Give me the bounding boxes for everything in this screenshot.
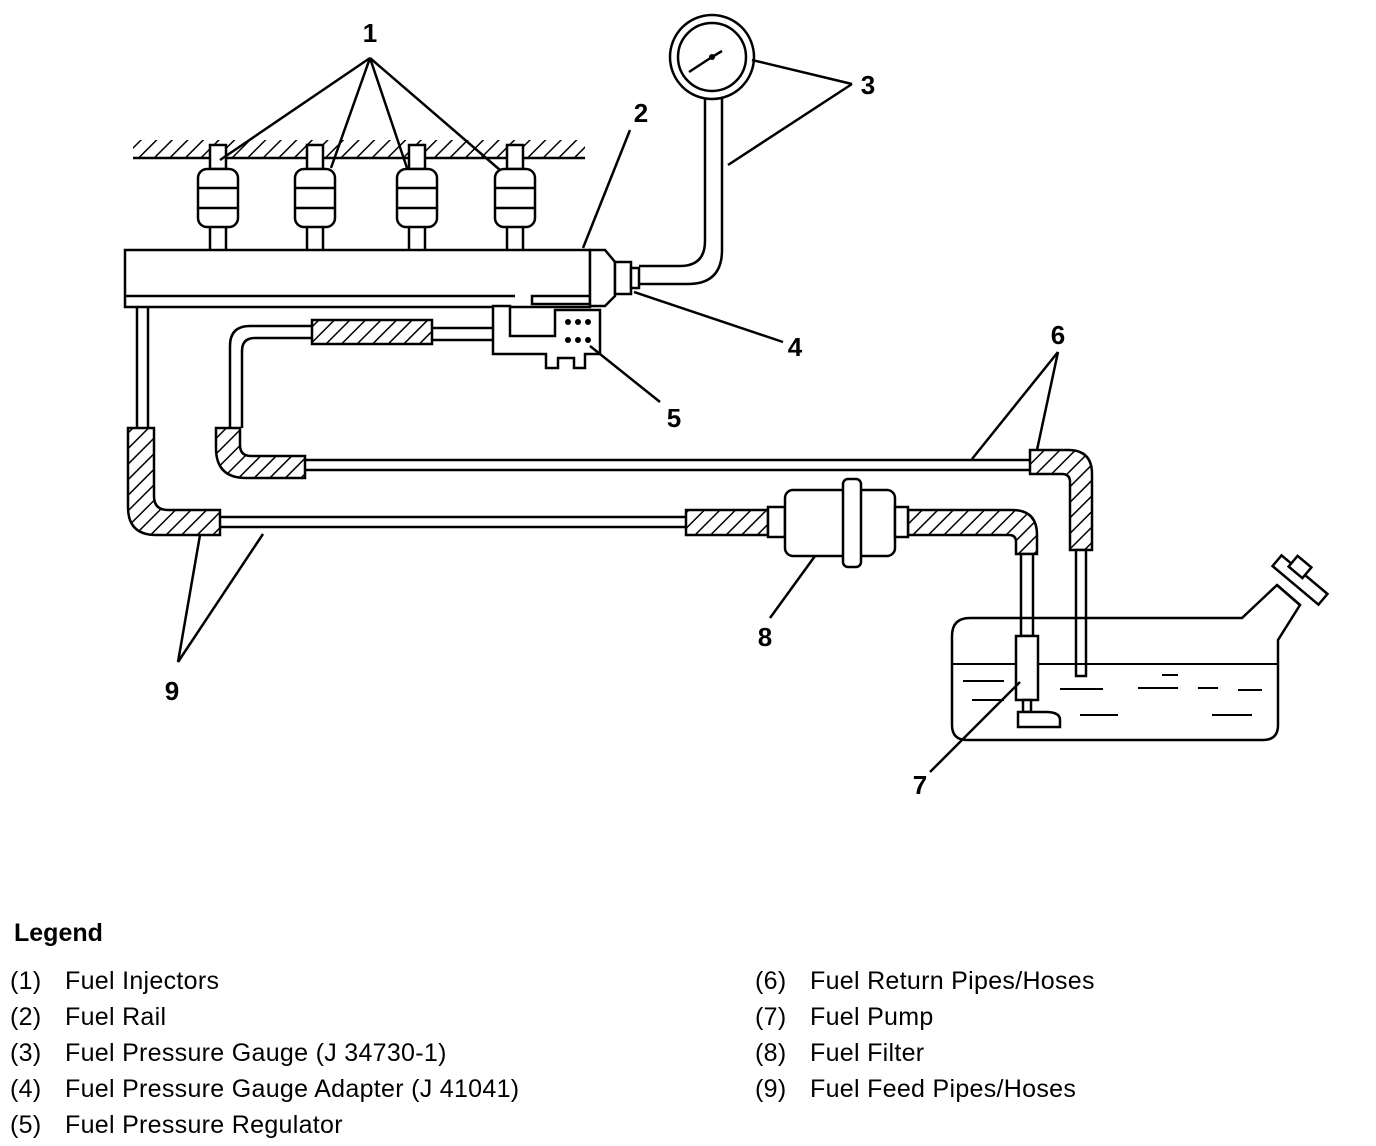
callout-4: 4: [788, 332, 803, 362]
legend-item-label: Fuel Return Pipes/Hoses: [810, 967, 1095, 995]
leader-lines: [176, 56, 1060, 773]
fuel-injectors: [196, 143, 537, 250]
fuel-level: [952, 663, 1278, 716]
legend-item: (6) Fuel Return Pipes/Hoses: [755, 963, 1095, 999]
callout-5: 5: [667, 403, 681, 433]
legend-item: (9) Fuel Feed Pipes/Hoses: [755, 1071, 1095, 1107]
callout-7: 7: [913, 770, 927, 800]
callout-9: 9: [165, 676, 179, 706]
legend-title: Legend: [14, 919, 103, 947]
fuel-filter: [766, 477, 910, 569]
fuel-return-line: [214, 318, 1094, 678]
fuel-pump: [1014, 634, 1062, 729]
legend-item-number: (8): [755, 1039, 787, 1067]
legend-item-number: (7): [755, 1003, 787, 1031]
legend-item-label: Fuel Pressure Gauge (J 34730-1): [65, 1039, 447, 1067]
legend-item-number: (4): [10, 1075, 42, 1103]
legend-item: (1) Fuel Injectors: [10, 963, 519, 999]
callout-6: 6: [1051, 320, 1065, 350]
callout-2: 2: [634, 98, 648, 128]
fuel-feed-line: [126, 307, 1039, 638]
callout-8: 8: [758, 622, 772, 652]
fuel-filler-cap: [1270, 553, 1330, 607]
legend-item: (3) Fuel Pressure Gauge (J 34730-1): [10, 1035, 519, 1071]
fuel-system-diagram: 1 2 3 4 5 6 7 8 9: [123, 13, 1330, 800]
legend-item-number: (1): [10, 967, 42, 995]
legend-item-label: Fuel Pressure Regulator: [65, 1111, 343, 1139]
fuel-pressure-gauge: [639, 13, 756, 286]
callout-labels: 1 2 3 4 5 6 7 8 9: [165, 18, 1065, 800]
legend-item: (2) Fuel Rail: [10, 999, 519, 1035]
fuel-pressure-gauge-adapter: [613, 260, 641, 296]
legend-column-right: (6)Fuel Return Pipes/Hoses (7)Fuel Pump …: [755, 963, 1095, 1107]
fuel-injector: [395, 143, 439, 250]
legend-item: (8) Fuel Filter: [755, 1035, 1095, 1071]
fuel-injector: [493, 143, 537, 250]
legend-item-number: (5): [10, 1111, 42, 1139]
fuel-pressure-regulator: [491, 304, 602, 370]
legend-column-left: (1) Fuel Injectors (2) Fuel Rail (3) Fuel P…: [10, 963, 519, 1143]
legend: Legend (1) Fuel Injectors (2) Fuel Rail (3…: [0, 905, 1376, 1146]
legend-item-number: (3): [10, 1039, 42, 1067]
legend-item-label: Fuel Pressure Gauge Adapter (J 41041): [65, 1075, 520, 1103]
legend-item-label: Fuel Rail: [65, 1003, 167, 1031]
fuel-injector: [196, 143, 240, 250]
legend-item-label: Fuel Pump: [810, 1003, 934, 1031]
callout-1: 1: [363, 18, 377, 48]
callout-3: 3: [861, 70, 875, 100]
legend-item-label: Fuel Injectors: [65, 967, 220, 995]
regulator-vent-holes: [565, 319, 591, 343]
legend-item: (7) Fuel Pump: [755, 999, 1095, 1035]
fuel-rail: [123, 248, 617, 309]
legend-item-number: (6): [755, 967, 787, 995]
legend-item-number: (2): [10, 1003, 42, 1031]
legend-item: (5) Fuel Pressure Regulator: [10, 1107, 519, 1143]
legend-item: (4) Fuel Pressure Gauge Adapter (J 41041): [10, 1071, 519, 1107]
fuel-injector: [293, 143, 337, 250]
legend-item-label: Fuel Filter: [810, 1039, 925, 1067]
fuel-tank: [950, 553, 1330, 742]
legend-item-label: Fuel Feed Pipes/Hoses: [810, 1075, 1077, 1103]
legend-item-number: (9): [755, 1075, 787, 1103]
